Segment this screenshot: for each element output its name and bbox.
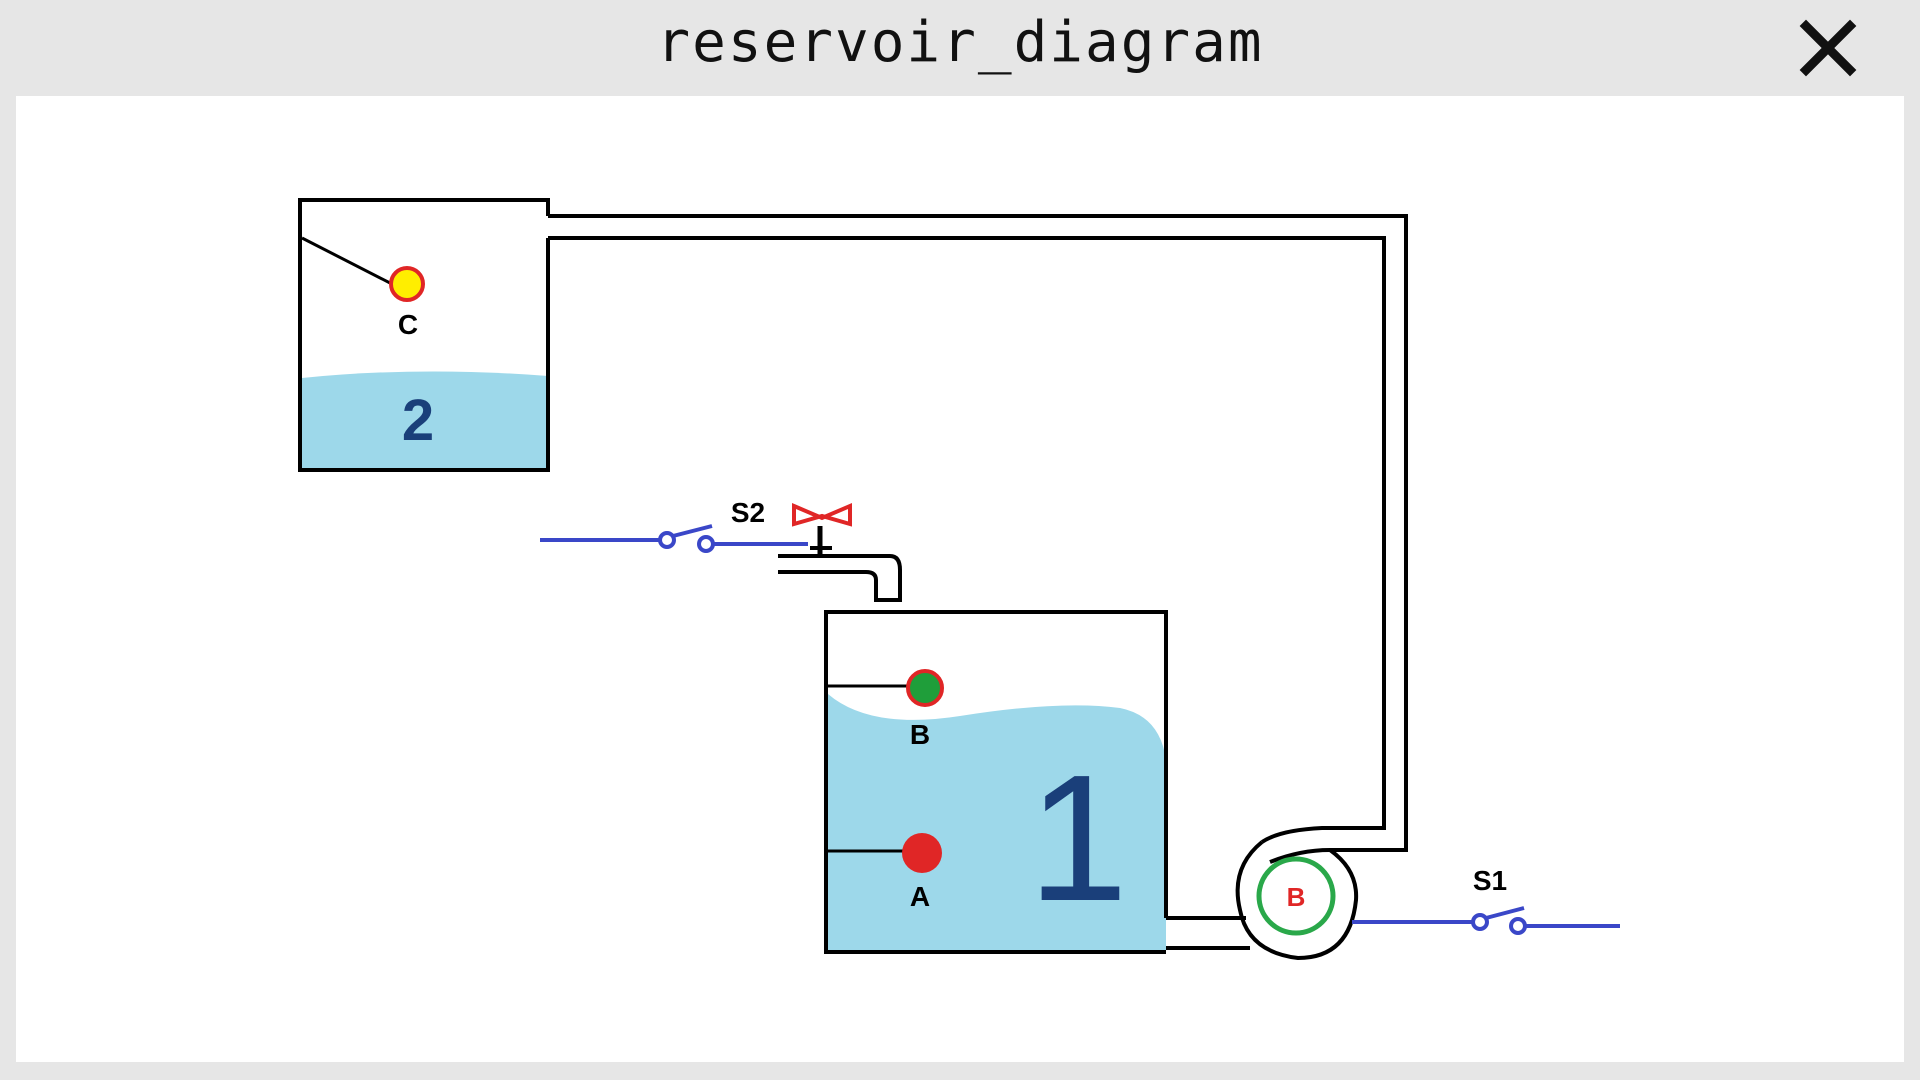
valve <box>778 502 902 602</box>
reservoir-diagram: 2 C 1 B A B <box>298 198 1620 961</box>
diagram-canvas: 2 C 1 B A B <box>16 96 1904 1062</box>
title-bar: reservoir_diagram <box>0 0 1920 96</box>
tank-2: 2 C <box>298 198 550 472</box>
sensor-a <box>902 833 942 873</box>
outlet-pipe <box>1166 916 1250 950</box>
pump-ring <box>1256 856 1336 936</box>
sensor-b <box>906 669 944 707</box>
sensor-a-label: A <box>910 881 930 912</box>
sensor-c <box>389 266 425 302</box>
switch-s1 <box>1352 906 1620 935</box>
sensor-c-label: C <box>398 309 418 340</box>
switch-s2 <box>540 524 808 553</box>
tank-2-label: 2 <box>402 388 434 453</box>
switch-s2-label: S2 <box>731 497 765 528</box>
sensor-b-label: B <box>910 719 930 750</box>
return-pipe <box>548 214 1408 864</box>
tank-1-water <box>828 694 1166 952</box>
tank-1: 1 B A <box>824 610 1168 954</box>
sensor-c-arm <box>301 236 393 286</box>
window-title: reservoir_diagram <box>656 10 1264 75</box>
pump: B <box>1235 840 1359 961</box>
valve-handle-icon <box>792 502 852 527</box>
pump-label: B <box>1287 882 1306 912</box>
switch-s1-label: S1 <box>1473 865 1507 896</box>
tank-2-water <box>302 371 548 468</box>
tank-1-label: 1 <box>1028 738 1128 939</box>
close-icon[interactable] <box>1798 18 1858 78</box>
